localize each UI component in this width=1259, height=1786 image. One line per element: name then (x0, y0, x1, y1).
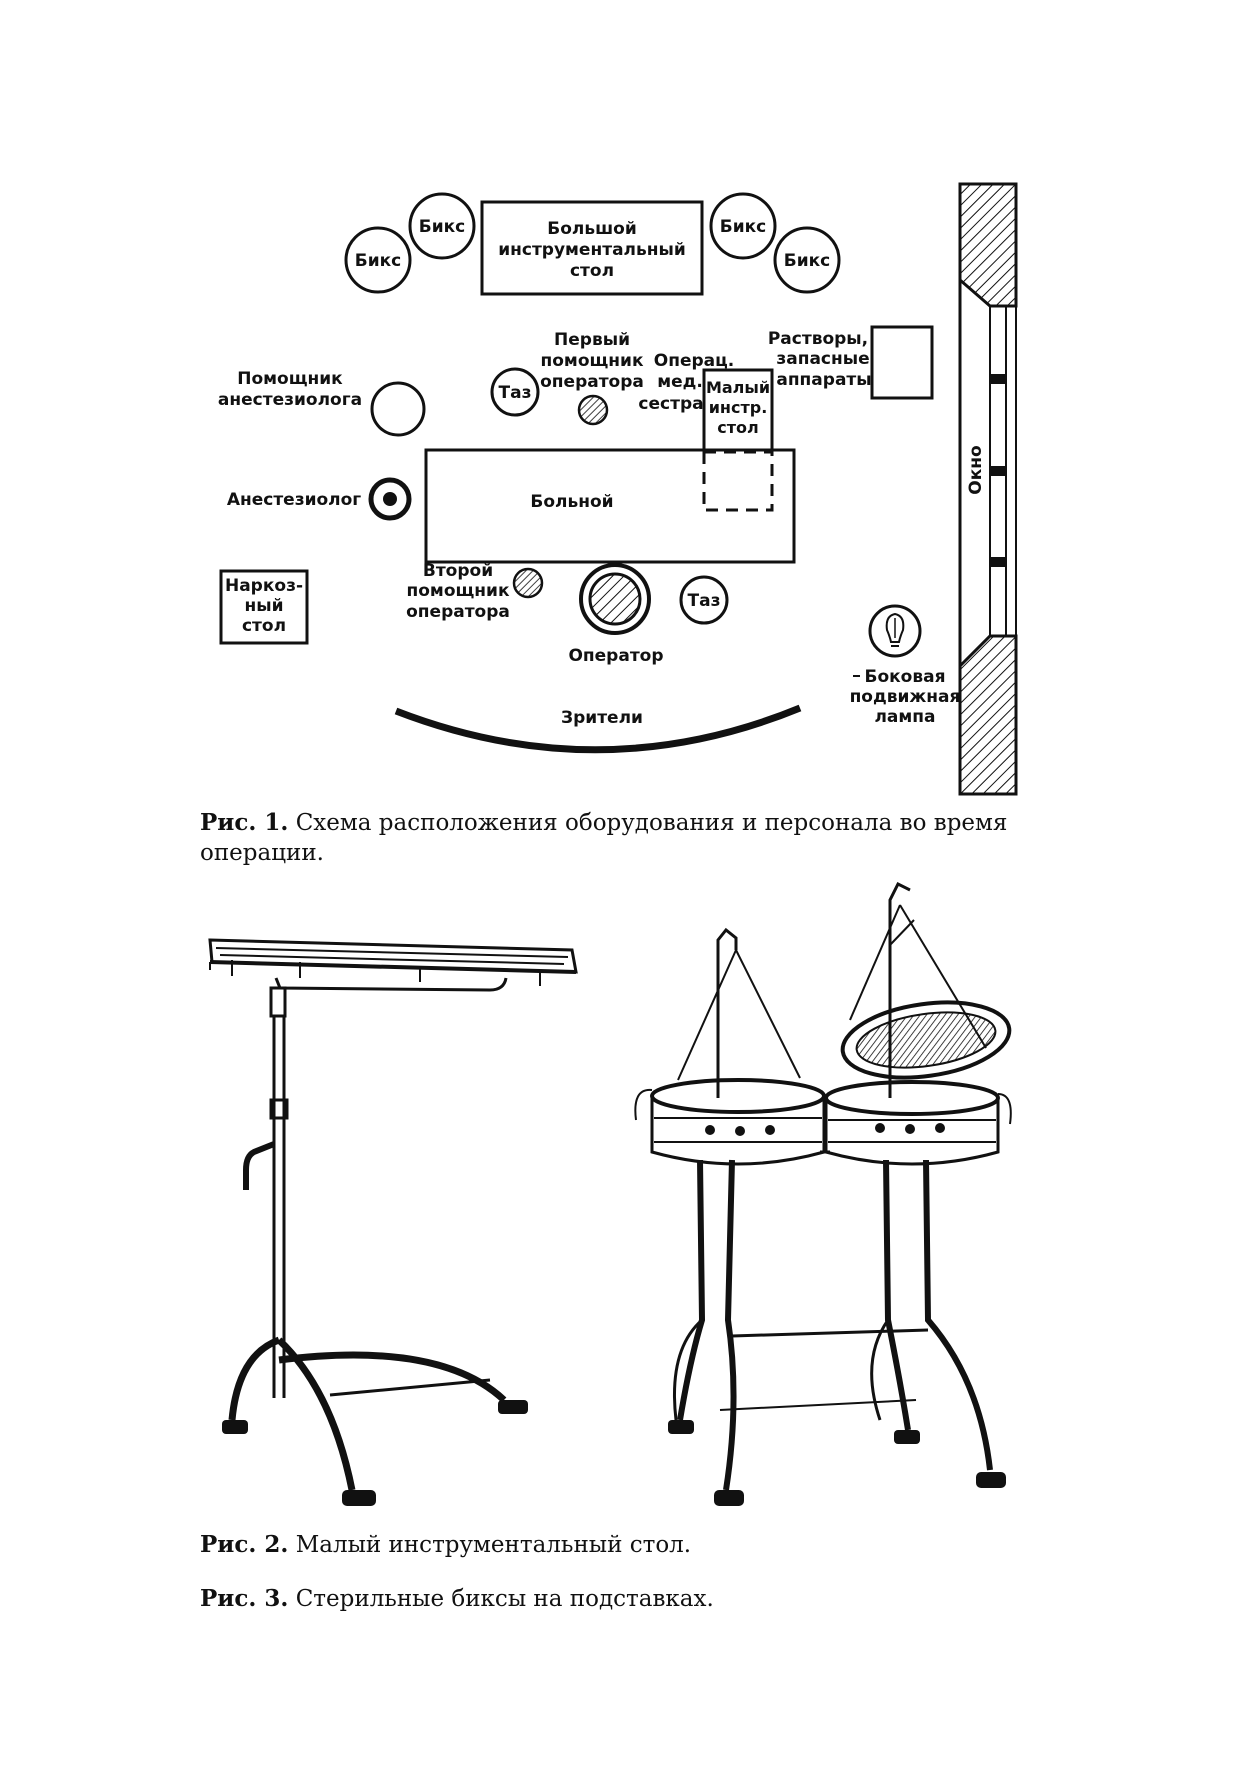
svg-text:стол: стол (570, 261, 614, 281)
svg-text:оператора: оператора (406, 602, 510, 622)
svg-text:Таз: Таз (688, 591, 721, 611)
anesthesiologist: Анестезиолог (227, 477, 412, 521)
figure-3-caption: Рис. 3. Стерильные биксы на подставках. (200, 1584, 1040, 1614)
svg-text:Зрители: Зрители (561, 708, 643, 728)
patient-table: Больной (424, 448, 796, 564)
biks-right-upper: Бикс (709, 192, 777, 260)
svg-text:Анестезиолог: Анестезиолог (227, 490, 361, 510)
figure-1-number: Рис. 1. (200, 809, 289, 836)
operating-nurse: Операц. мед. сестра (638, 351, 734, 414)
narcosis-table: Наркоз- ный стол (219, 569, 309, 645)
svg-text:анестезиолога: анестезиолога (218, 390, 362, 410)
svg-text:Помощник: Помощник (237, 369, 343, 389)
svg-text:Первый: Первый (554, 330, 630, 350)
svg-text:Большой: Большой (547, 219, 636, 239)
svg-text:Таз: Таз (499, 383, 532, 403)
spectators: Зрители (394, 704, 802, 754)
svg-text:Второй: Второй (423, 561, 493, 581)
operator: Оператор (568, 563, 664, 666)
figure-3-text: Стерильные биксы на подставках. (295, 1586, 714, 1612)
svg-text:помощник: помощник (407, 581, 510, 601)
svg-text:Наркоз-: Наркоз- (225, 576, 303, 596)
figure-1-caption: Рис. 1. Схема расположения оборудования … (200, 808, 1040, 868)
side-movable-lamp: Боковая подвижная лампа (850, 604, 961, 727)
svg-text:инструментальный: инструментальный (498, 240, 686, 260)
second-assistant: Второй помощник оператора (406, 561, 544, 622)
big-instrument-table: Большой инструментальный стол (480, 200, 704, 296)
basin-top: Таз (490, 367, 540, 417)
biks-left-upper: Бикс (408, 192, 476, 260)
svg-text:аппараты: аппараты (776, 370, 871, 390)
svg-text:подвижная: подвижная (850, 687, 961, 707)
figure-2-text: Малый инструментальный стол. (295, 1532, 692, 1558)
svg-text:сестра: сестра (638, 394, 703, 414)
svg-text:Растворы,: Растворы, (768, 329, 868, 349)
small-instrument-table: Малый инстр. стол (702, 368, 774, 512)
first-assistant: Первый помощник оператора (540, 330, 644, 426)
biks-left-lower: Бикс (344, 226, 412, 294)
svg-text:мед.: мед. (657, 372, 703, 392)
sterile-biks-illustration (634, 881, 1012, 1506)
svg-text:запасные: запасные (776, 349, 869, 369)
wall-with-window: Окно (958, 182, 1018, 796)
svg-text:оператора: оператора (540, 372, 644, 392)
svg-text:стол: стол (242, 616, 286, 636)
svg-text:инстр.: инстр. (709, 398, 768, 417)
svg-text:Бикс: Бикс (419, 217, 465, 237)
figure-2-caption: Рис. 2. Малый инструментальный стол. (200, 1530, 1040, 1560)
svg-text:Малый: Малый (706, 378, 770, 397)
basin-bottom: Таз (679, 575, 729, 625)
biks-right-lower: Бикс (773, 226, 841, 294)
svg-text:Бикс: Бикс (720, 217, 766, 237)
small-instrument-table-illustration (208, 938, 578, 1506)
figure-2-number: Рис. 2. (200, 1531, 289, 1558)
svg-text:Боковая: Боковая (865, 667, 946, 687)
solutions-spare-apparatus: Растворы, запасные аппараты (768, 325, 934, 400)
figure-1-text: Схема расположения оборудования и персон… (200, 810, 1008, 866)
svg-text:Бикс: Бикс (784, 251, 830, 271)
svg-text:Бикс: Бикс (355, 251, 401, 271)
anesthesiologist-assistant: Помощник анестезиолога (218, 369, 426, 437)
svg-text:Оператор: Оператор (568, 646, 663, 666)
svg-text:Операц.: Операц. (654, 351, 734, 371)
svg-text:помощник: помощник (541, 351, 644, 371)
svg-text:Окно: Окно (966, 445, 986, 494)
figure-3-number: Рис. 3. (200, 1585, 289, 1612)
svg-text:Больной: Больной (530, 492, 613, 512)
svg-text:лампа: лампа (874, 707, 935, 727)
svg-text:ный: ный (244, 596, 283, 616)
svg-text:стол: стол (717, 418, 758, 437)
